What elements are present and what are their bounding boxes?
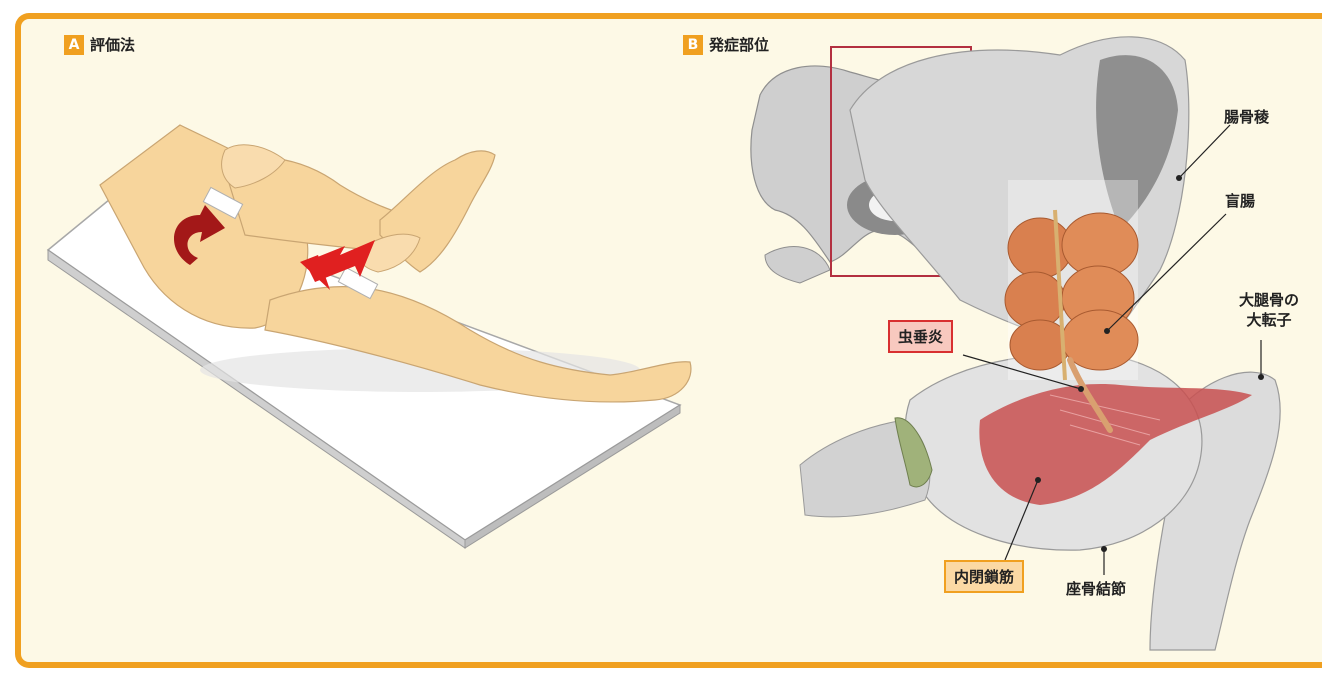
label-greater-trochanter-line1: 大腿骨の xyxy=(1224,290,1314,310)
label-appendicitis: 虫垂炎 xyxy=(888,320,953,353)
label-iliac-crest: 腸骨稜 xyxy=(1224,106,1269,127)
cecum-colon xyxy=(1005,180,1138,380)
label-greater-trochanter: 大腿骨の 大転子 xyxy=(1224,290,1314,330)
label-ischial-tuberosity: 座骨結節 xyxy=(1066,578,1126,599)
label-obturator-internus: 内閉鎖筋 xyxy=(944,560,1024,593)
label-greater-trochanter-line2: 大転子 xyxy=(1224,310,1314,330)
label-cecum: 盲腸 xyxy=(1225,190,1255,211)
